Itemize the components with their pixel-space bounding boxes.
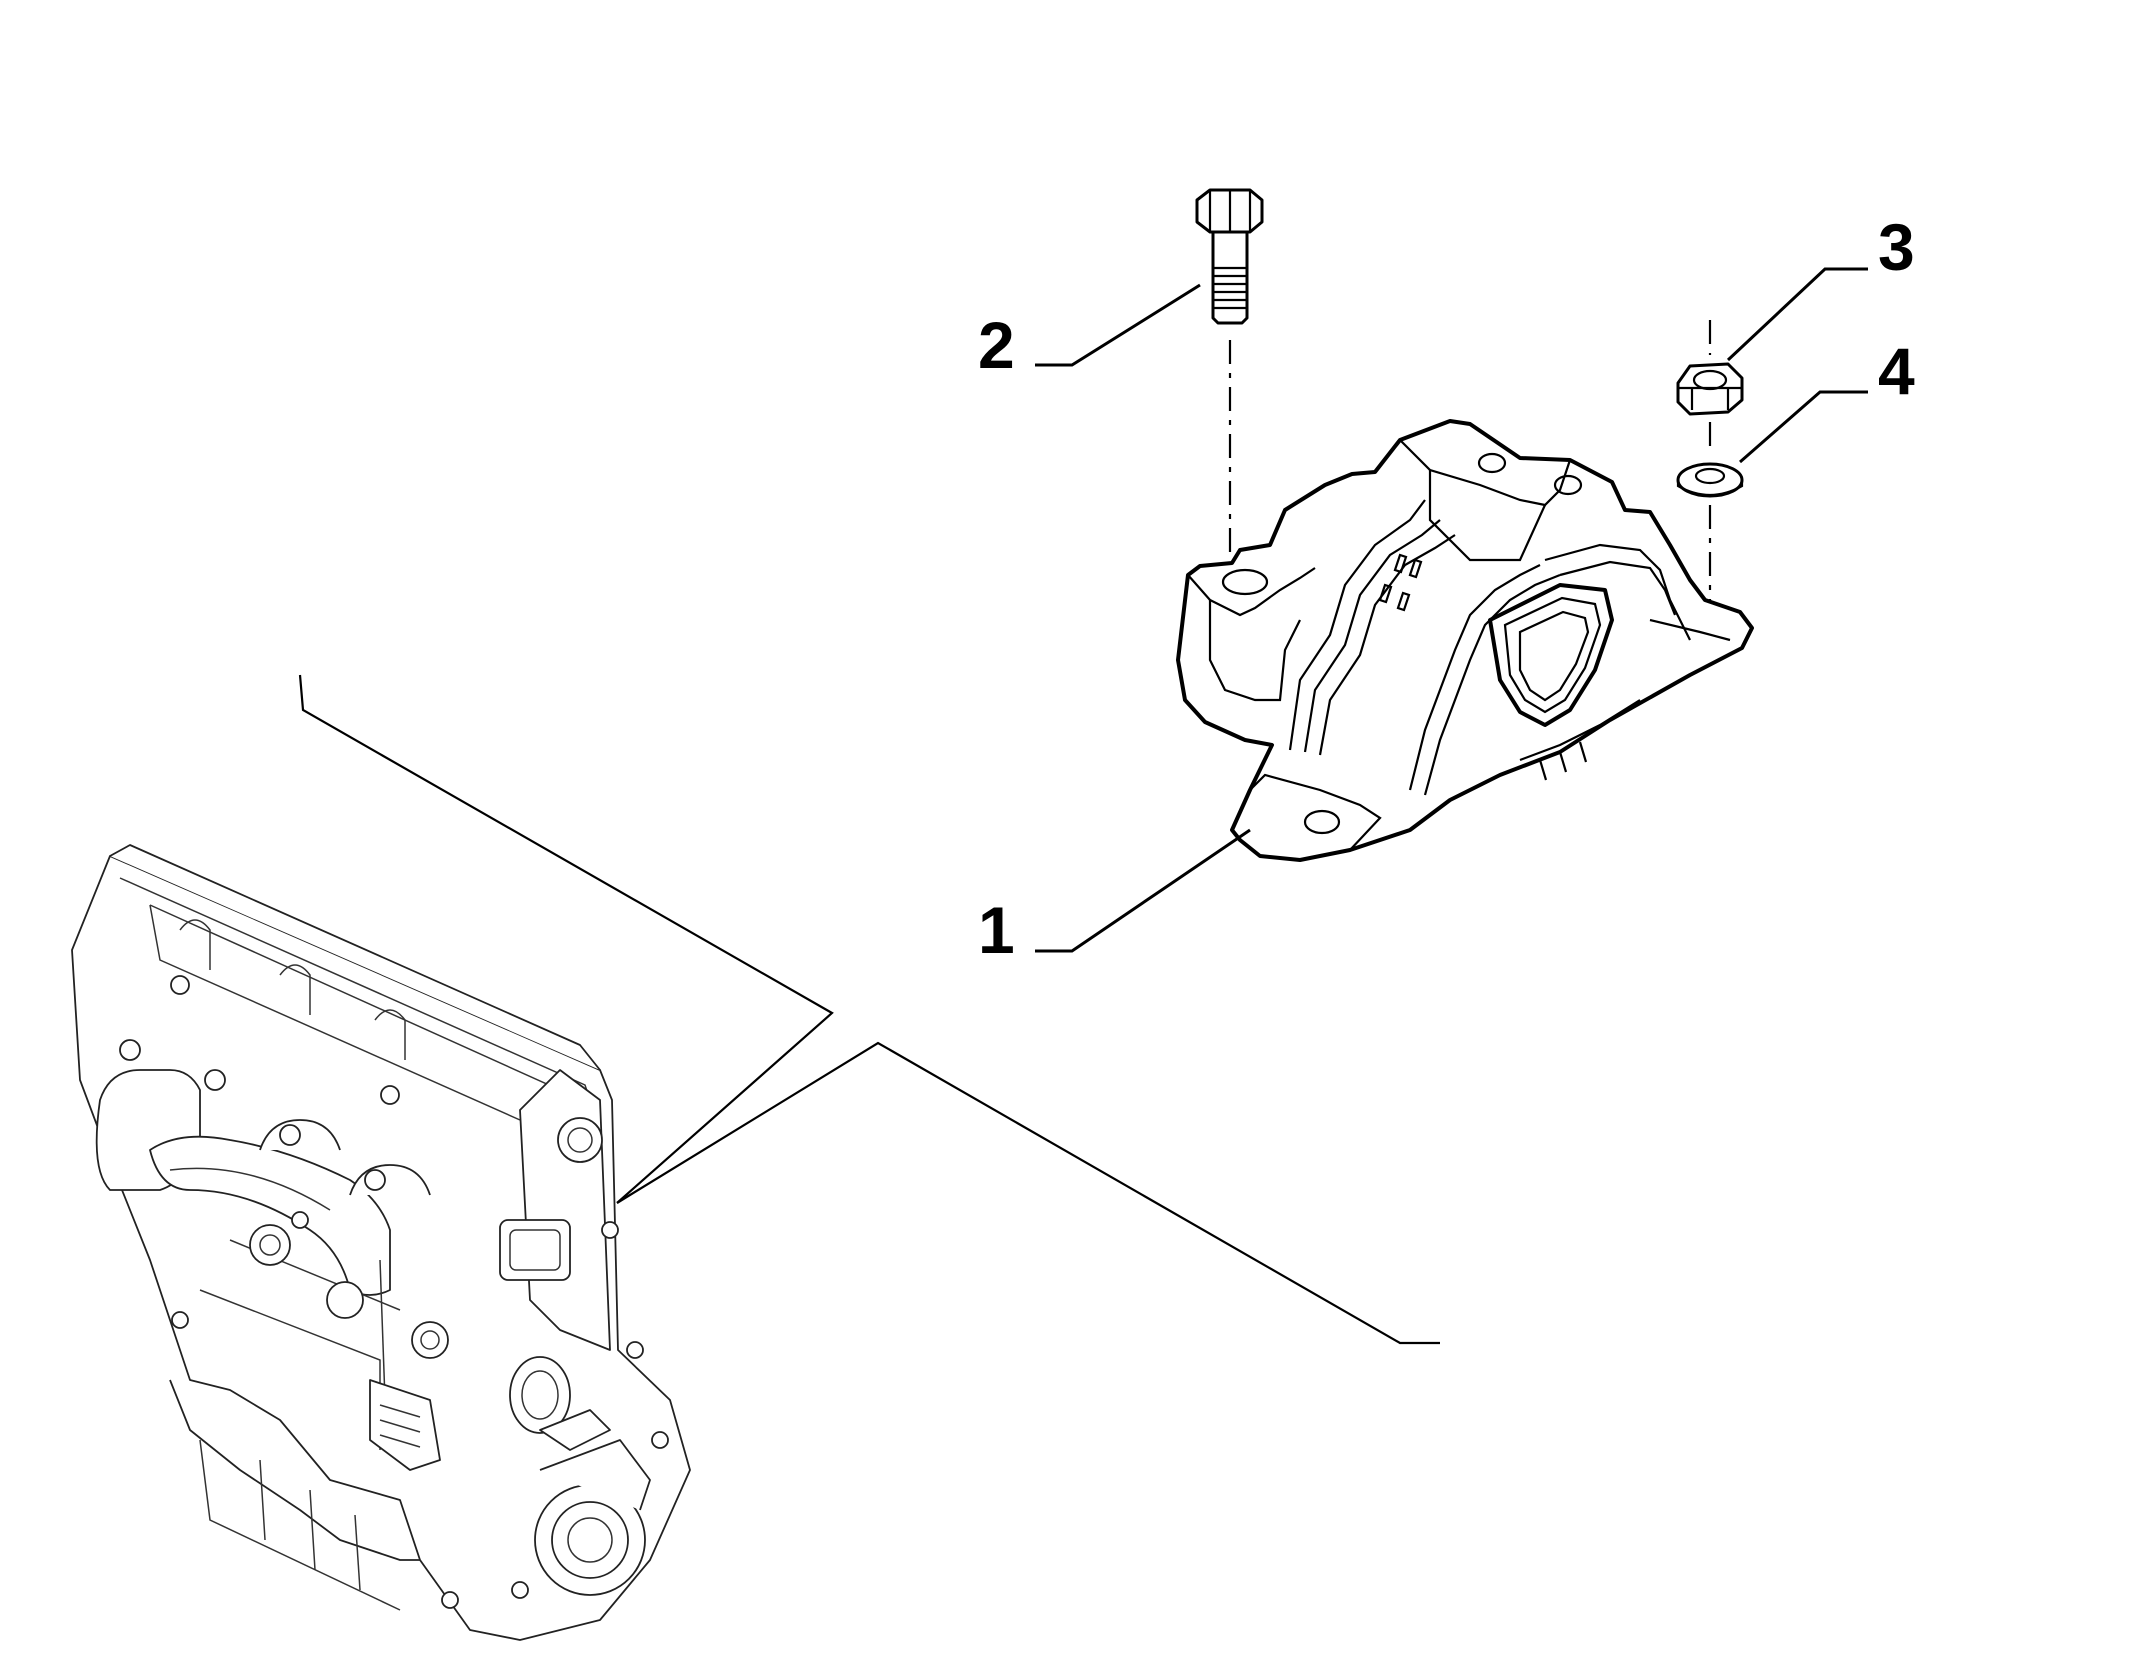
callout-4: 4: [1878, 334, 1915, 408]
engine-block-illustration: [71, 844, 691, 1641]
washer-part: [1676, 422, 1744, 600]
engine-mount-part: [1176, 419, 1754, 862]
leader-3: [1726, 267, 1868, 362]
leader-2: [1035, 283, 1201, 367]
nut-part: [1676, 320, 1744, 416]
leader-4: [1739, 390, 1868, 464]
locator-lines: [298, 674, 1440, 1345]
callout-2: 2: [978, 308, 1015, 382]
callout-leaders: [1035, 267, 1868, 953]
callout-labels: 2 3 4 1: [978, 210, 1915, 967]
callout-3: 3: [1878, 210, 1915, 284]
leader-1: [1035, 828, 1251, 953]
callout-1: 1: [978, 893, 1015, 967]
bolt-part: [1195, 188, 1264, 560]
